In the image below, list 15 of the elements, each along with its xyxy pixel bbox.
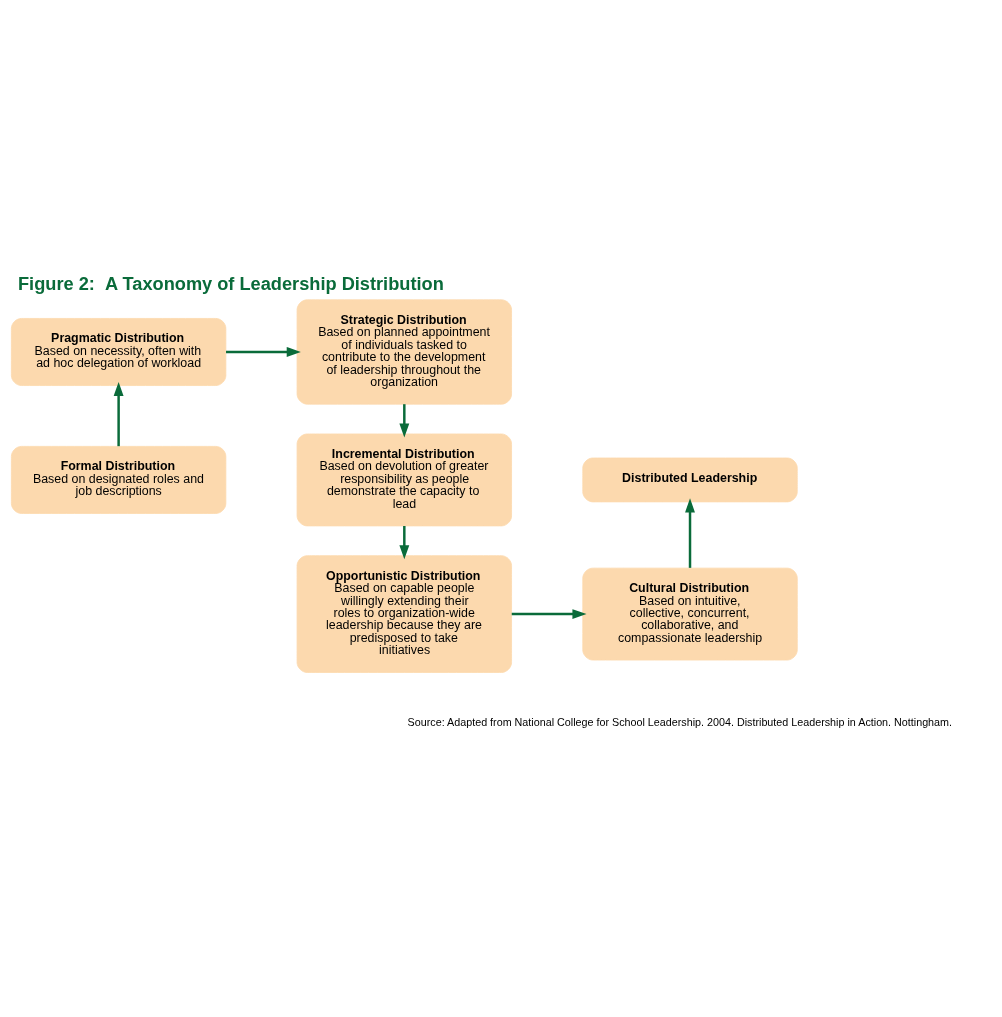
arrow: [685, 498, 695, 568]
node-box: Formal Distribution Based on designated roles and job descriptions: [10, 445, 227, 514]
node-box: Opportunistic Distribution Based on capable people willingly extending their roles to organization-wide leadership because they are predisposed to take initiatives: [296, 555, 512, 673]
diagram-title: Figure 2: A Taxonomy of Leadership Distribution: [18, 274, 444, 295]
arrow: [226, 347, 301, 357]
arrow: [511, 609, 587, 619]
node-box: Pragmatic Distribution Based on necessity, often with ad hoc delegation of workload: [10, 318, 227, 386]
node-box: Distributed Leadership: [582, 457, 798, 503]
arrow: [113, 381, 124, 447]
node-box: Cultural Distribution Based on intuitive, collective, concurrent, collaborative, and compassionate leadership: [582, 567, 798, 661]
arrow: [399, 526, 410, 560]
arrow: [399, 404, 410, 438]
node-box: Strategic Distribution Based on planned appointment of individuals tasked to contribute to the development of leadership throughout the organization: [296, 299, 512, 405]
caption: Source: Adapted from National College for School Leadership. 2004. Distributed Leadership in Action. Nottingham.: [407, 715, 953, 728]
node-box: Incremental Distribution Based on devolution of greater responsibility as people demonstrate the capacity to lead: [296, 433, 512, 527]
